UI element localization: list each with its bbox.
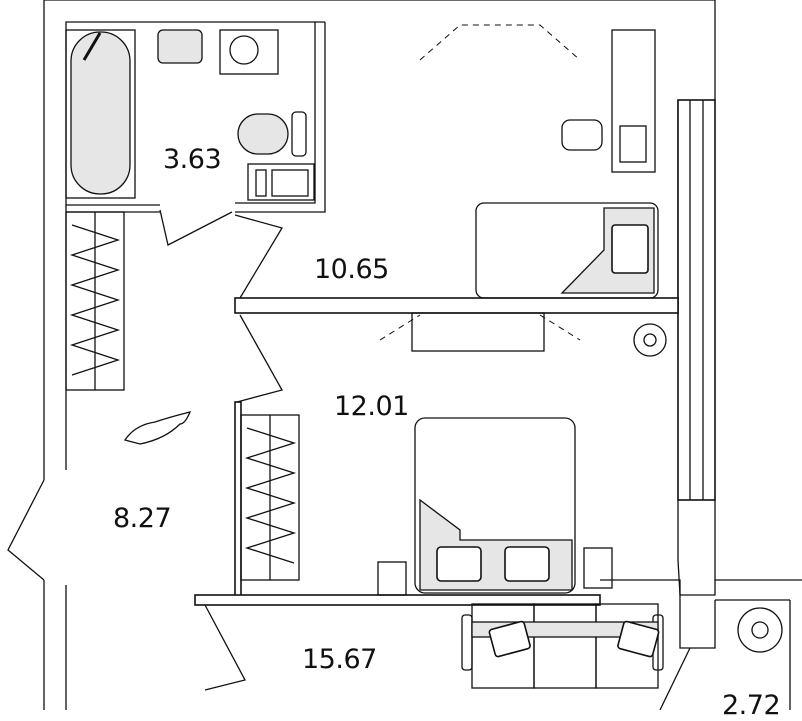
plant-icon — [633, 323, 667, 357]
plant-balcony-icon — [737, 607, 783, 653]
room-area-hallway: 8.27 — [113, 503, 172, 534]
washing-machine — [219, 29, 279, 75]
partition-walls — [194, 297, 791, 710]
sink — [157, 29, 203, 64]
double-bed — [377, 417, 613, 596]
sofa — [461, 603, 664, 689]
bathtub — [65, 29, 136, 199]
wardrobe-hall — [65, 211, 125, 391]
toilet — [237, 111, 307, 157]
room-area-bedroom-2: 12.01 — [334, 391, 409, 422]
cabinet — [247, 163, 315, 201]
doors — [7, 209, 283, 691]
cat-icon — [123, 411, 192, 445]
room-area-bathroom: 3.63 — [163, 144, 222, 175]
room-area-balcony: 2.72 — [722, 690, 781, 721]
tv — [379, 312, 581, 352]
window-right — [677, 99, 716, 501]
wardrobe-bedroom — [240, 414, 300, 581]
single-bed — [475, 202, 659, 299]
tv-sightline — [419, 24, 581, 61]
room-area-living-room: 15.67 — [302, 644, 377, 675]
desk — [561, 29, 656, 173]
room-area-bedroom: 10.65 — [314, 254, 389, 285]
